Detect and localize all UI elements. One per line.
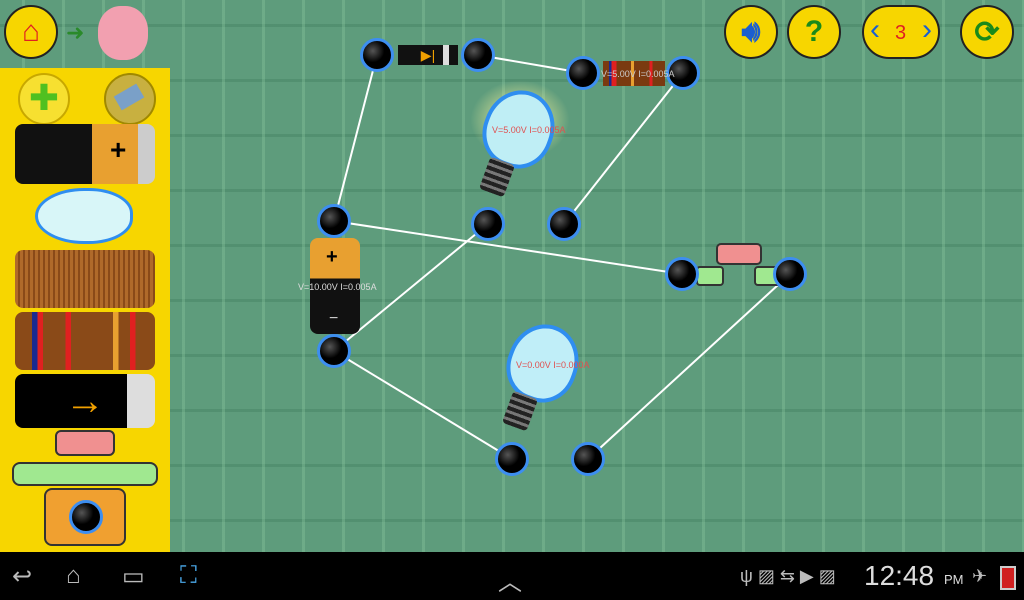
terminal-node[interactable] <box>461 38 495 72</box>
terminal-node[interactable] <box>566 56 600 90</box>
battery-plus-sign: + <box>110 134 127 165</box>
wire <box>587 273 791 460</box>
refresh-button[interactable]: ⟳ <box>960 5 1014 59</box>
palette-bulb[interactable] <box>35 188 133 244</box>
bulb-2-reading: V=0.00V I=0.000A <box>516 360 590 370</box>
level-number: 3 <box>895 22 907 44</box>
terminal-node[interactable] <box>773 257 807 291</box>
home-nav-button[interactable]: ⌂ <box>66 562 81 589</box>
clock-time: 12:48 <box>864 560 935 591</box>
home-icon: ⌂ <box>21 15 41 48</box>
wire <box>563 72 684 225</box>
next-level-button[interactable]: › <box>922 13 932 46</box>
screenshot-button[interactable]: ⛶ <box>180 562 197 589</box>
help-button[interactable]: ? <box>787 5 841 59</box>
pig-mascot-icon <box>98 6 148 60</box>
level-selector: ‹ 3 › <box>862 5 940 59</box>
home-button[interactable]: ⌂ <box>4 5 58 59</box>
recent-apps-button[interactable]: ▭ <box>122 563 145 590</box>
terminal-node[interactable] <box>317 204 351 238</box>
sound-button[interactable]: 🔊︎ <box>724 5 778 59</box>
wire <box>333 223 489 352</box>
terminal-node[interactable] <box>495 442 529 476</box>
battery-status-icon <box>1000 566 1016 590</box>
bulb-1-reading: V=5.00V I=0.005A <box>492 125 566 135</box>
prev-level-button[interactable]: ‹ <box>870 13 880 46</box>
palette-switch[interactable] <box>12 430 158 486</box>
airplane-icon: ✈ <box>972 566 988 586</box>
wire <box>333 54 378 222</box>
terminal-node[interactable] <box>571 442 605 476</box>
palette-resistor[interactable] <box>15 312 155 370</box>
diode[interactable]: ▶| <box>398 45 458 65</box>
wire <box>333 220 683 275</box>
palette-diode[interactable]: → <box>15 374 155 428</box>
palette-node[interactable] <box>44 488 126 546</box>
resistor-reading: V=5.00V I=0.005A <box>601 69 675 79</box>
wires-layer <box>333 54 791 460</box>
speaker-icon: 🔊︎ <box>741 15 761 48</box>
wire <box>333 350 513 460</box>
up-chevron-icon[interactable]: ︿ <box>498 569 522 596</box>
terminal-node[interactable] <box>317 334 351 368</box>
arrow-right-icon: ➜ <box>66 20 85 45</box>
back-button[interactable]: ↩ <box>12 563 33 590</box>
refresh-icon: ⟳ <box>974 15 1000 49</box>
palette-battery[interactable]: + <box>15 124 155 184</box>
system-bar: ↩ ⌂ ▭ ⛶ ︿ ψ ▨ ⇆ ▶ ▨ 12:48 PM ✈ <box>0 552 1024 600</box>
terminal-node[interactable] <box>665 257 699 291</box>
clock-ampm: PM <box>944 572 964 587</box>
component-palette: ✚ + → <box>0 68 170 552</box>
palette-coil[interactable] <box>15 250 155 308</box>
resistor[interactable] <box>603 61 665 86</box>
wire <box>477 54 584 74</box>
add-mode-button[interactable]: ✚ <box>18 73 70 125</box>
terminal-node[interactable] <box>666 56 700 90</box>
terminal-node[interactable] <box>547 207 581 241</box>
battery[interactable]: + − <box>310 238 360 334</box>
battery-plus: + <box>326 246 338 268</box>
terminal-node[interactable] <box>360 38 394 72</box>
notification-icons: ψ ▨ ⇆ ▶ ▨ <box>740 566 836 586</box>
battery-reading: V=10.00V I=0.005A <box>298 282 377 292</box>
battery-minus: − <box>329 310 339 327</box>
terminal-node[interactable] <box>471 207 505 241</box>
